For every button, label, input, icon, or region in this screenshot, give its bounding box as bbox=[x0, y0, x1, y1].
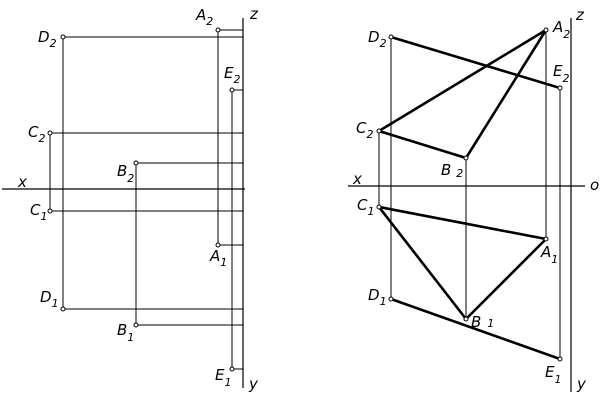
right-point-d1 bbox=[388, 296, 394, 302]
left-point-b1 bbox=[133, 322, 139, 328]
right-edge-c2-b2 bbox=[377, 129, 468, 160]
right-label-c1: C1 bbox=[357, 196, 374, 218]
right-point-e1 bbox=[557, 356, 563, 362]
left-point-e1 bbox=[229, 366, 235, 372]
left-point-d1 bbox=[60, 306, 66, 312]
left-point-a1 bbox=[215, 242, 221, 248]
right-label-a1: A1 bbox=[540, 243, 558, 266]
right-projection-figure bbox=[348, 18, 585, 392]
left-label-a1: A1 bbox=[209, 247, 227, 269]
right-label-y: y bbox=[576, 375, 587, 393]
right-label-e1: E1 bbox=[545, 363, 561, 386]
left-label-b1: B1 bbox=[117, 321, 134, 344]
left-label-a2: A2 bbox=[195, 6, 213, 28]
left-point-d2 bbox=[60, 34, 66, 40]
right-edge-a2-c2 bbox=[377, 28, 548, 133]
right-label-d2: D2 bbox=[368, 28, 387, 50]
right-line-d2-e2 bbox=[389, 35, 562, 90]
left-point-b2 bbox=[133, 160, 139, 166]
right-label-c2: C2 bbox=[356, 119, 373, 141]
right-label-a2: A2 bbox=[552, 18, 570, 41]
left-label-b2: B2 bbox=[117, 162, 134, 185]
right-point-b1 bbox=[463, 316, 469, 322]
right-point-d2 bbox=[388, 34, 394, 40]
right-label-x: x bbox=[352, 170, 362, 188]
right-label-z: z bbox=[575, 6, 585, 24]
right-point-a2 bbox=[543, 27, 549, 33]
right-edge-a1-b1 bbox=[464, 237, 548, 321]
left-label-e1: E1 bbox=[215, 366, 231, 389]
left-point-c1 bbox=[47, 208, 53, 214]
left-label-z: z bbox=[249, 5, 259, 23]
left-point-e2 bbox=[229, 87, 235, 93]
left-label-d2: D2 bbox=[38, 28, 57, 50]
left-point-c2 bbox=[47, 130, 53, 136]
right-point-e2 bbox=[557, 85, 563, 91]
right-point-b2 bbox=[463, 155, 469, 161]
left-label-c2: C2 bbox=[28, 123, 45, 145]
left-label-e2: E2 bbox=[224, 64, 240, 86]
right-label-d1: D1 bbox=[368, 286, 387, 308]
right-point-c1 bbox=[376, 204, 382, 210]
right-edge-a2-b2 bbox=[464, 28, 548, 160]
right-edge-c1-b1 bbox=[377, 205, 468, 321]
left-point-a2 bbox=[215, 27, 221, 33]
right-line-d1-e1 bbox=[389, 297, 562, 361]
right-point-c2 bbox=[376, 128, 382, 134]
right-point-a1 bbox=[543, 236, 549, 242]
left-label-y: y bbox=[248, 375, 259, 393]
right-label-o: o bbox=[590, 176, 599, 194]
left-labels: A2 z D2 E2 C2 B2 x C1 A1 D1 B1 E1 y bbox=[17, 5, 259, 393]
left-projection-figure bbox=[2, 18, 245, 388]
right-edge-c1-a1 bbox=[377, 205, 548, 241]
left-label-c1: C1 bbox=[30, 201, 47, 223]
right-label-e2: E2 bbox=[553, 62, 569, 85]
left-label-x: x bbox=[17, 173, 27, 191]
left-label-d1: D1 bbox=[40, 288, 59, 310]
